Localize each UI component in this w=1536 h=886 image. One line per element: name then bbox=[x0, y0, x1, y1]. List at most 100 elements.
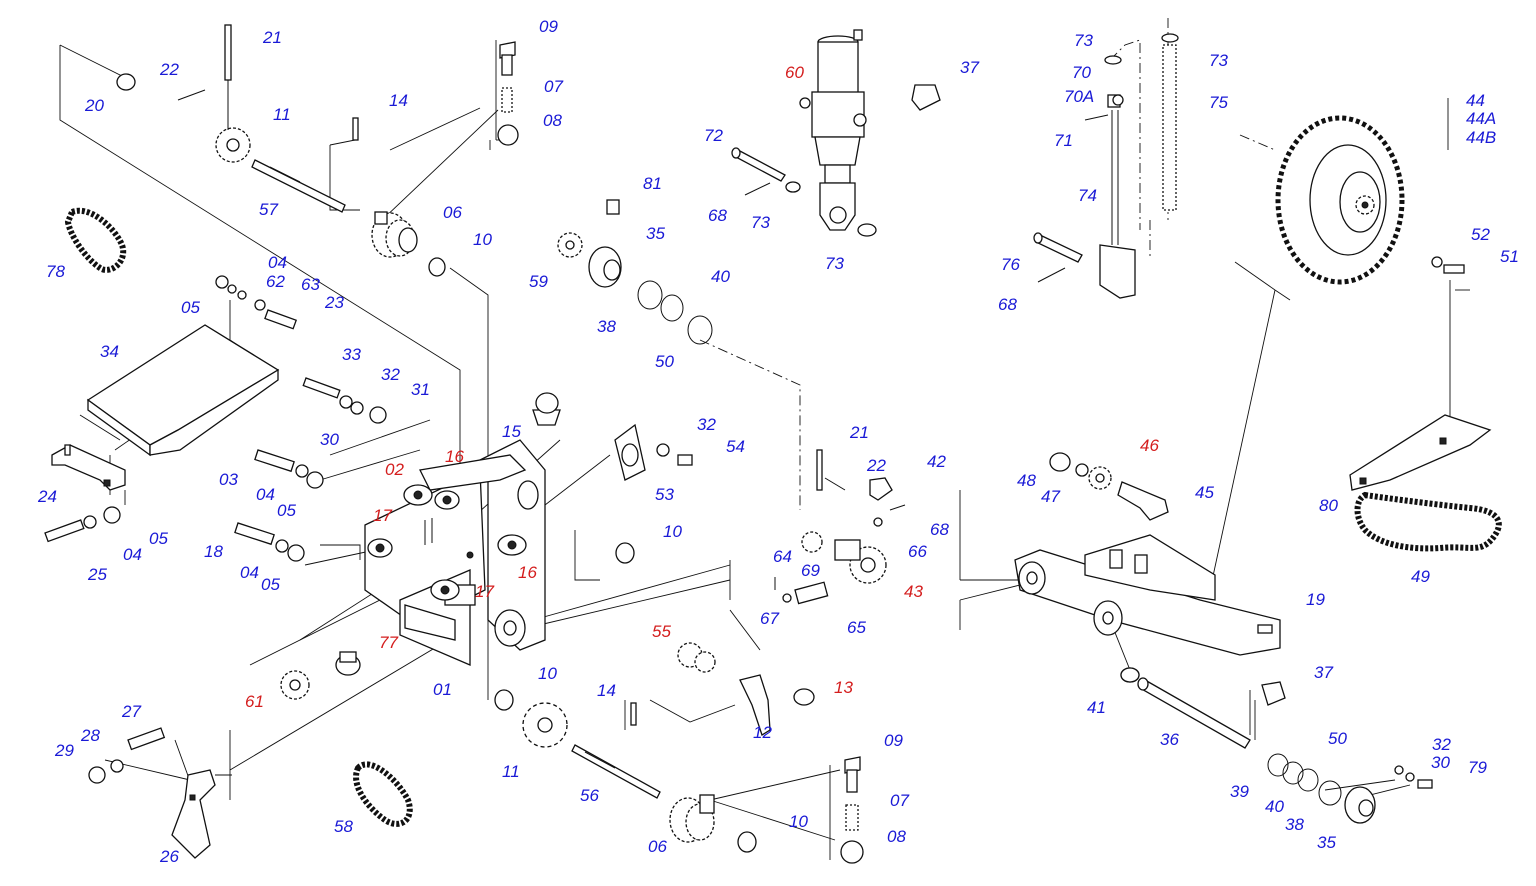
part-label-73: 73 bbox=[751, 213, 770, 232]
part-label-46: 46 bbox=[1140, 436, 1159, 455]
part-label-55: 55 bbox=[652, 622, 671, 641]
wheel-44 bbox=[1275, 115, 1405, 285]
flange-bearings bbox=[367, 484, 527, 601]
part-label-05: 05 bbox=[181, 298, 200, 317]
part-label-74: 74 bbox=[1078, 186, 1097, 205]
part-label-33: 33 bbox=[342, 345, 361, 364]
part-label-62: 62 bbox=[266, 272, 285, 291]
part-label-51: 51 bbox=[1500, 247, 1519, 266]
part-label-32: 32 bbox=[697, 415, 716, 434]
part-label-09: 09 bbox=[539, 17, 558, 36]
part-label-42: 42 bbox=[927, 452, 946, 471]
part-label-14: 14 bbox=[597, 681, 616, 700]
part-label-06: 06 bbox=[648, 837, 667, 856]
part-label-63: 63 bbox=[301, 275, 320, 294]
part-label-11: 11 bbox=[273, 105, 291, 124]
part-label-75: 75 bbox=[1209, 93, 1228, 112]
part-label-16: 16 bbox=[445, 447, 464, 466]
part-label-28: 28 bbox=[80, 726, 100, 745]
hardware bbox=[44, 24, 1465, 864]
shafts bbox=[251, 159, 661, 799]
part-label-49: 49 bbox=[1411, 567, 1430, 586]
part-label-04: 04 bbox=[123, 545, 142, 564]
part-label-37: 37 bbox=[960, 58, 979, 77]
bracket-26 bbox=[171, 769, 216, 859]
part-label-08: 08 bbox=[543, 111, 562, 130]
part-label-13: 13 bbox=[834, 678, 853, 697]
part-label-07: 07 bbox=[890, 791, 909, 810]
part-label-04: 04 bbox=[268, 253, 287, 272]
part-label-21: 21 bbox=[262, 28, 282, 47]
part-label-79: 79 bbox=[1468, 758, 1487, 777]
part-label-69: 69 bbox=[801, 561, 820, 580]
part-label-73: 73 bbox=[1074, 31, 1093, 50]
part-label-54: 54 bbox=[726, 437, 745, 456]
part-label-48: 48 bbox=[1017, 471, 1036, 490]
part-label-52: 52 bbox=[1471, 225, 1490, 244]
part-label-56: 56 bbox=[580, 786, 599, 805]
part-label-44: 44 bbox=[1466, 91, 1485, 110]
part-label-65: 65 bbox=[847, 618, 866, 637]
part-label-70: 70 bbox=[1072, 63, 1091, 82]
chains bbox=[64, 207, 1502, 827]
swing-arm-19 bbox=[1014, 534, 1281, 656]
part-label-71: 71 bbox=[1054, 131, 1073, 150]
part-label-32: 32 bbox=[1432, 735, 1451, 754]
part-label-50: 50 bbox=[655, 352, 674, 371]
part-label-39: 39 bbox=[1230, 782, 1249, 801]
part-label-26: 26 bbox=[159, 847, 179, 866]
assembly-leader-lines bbox=[59, 40, 1470, 860]
hopper-cover-34 bbox=[86, 324, 280, 457]
part-label-64: 64 bbox=[773, 547, 792, 566]
part-label-32: 32 bbox=[381, 365, 400, 384]
part-label-01: 01 bbox=[433, 680, 452, 699]
part-label-60: 60 bbox=[785, 63, 804, 82]
part-label-10: 10 bbox=[663, 522, 682, 541]
part-label-43: 43 bbox=[904, 582, 923, 601]
part-label-40: 40 bbox=[711, 267, 730, 286]
part-label-61: 61 bbox=[245, 692, 264, 711]
part-label-41: 41 bbox=[1087, 698, 1106, 717]
part-label-53: 53 bbox=[655, 485, 674, 504]
part-label-30: 30 bbox=[320, 430, 339, 449]
alignment-centerlines bbox=[699, 18, 1276, 510]
part-label-70a: 70A bbox=[1064, 87, 1094, 106]
part-label-21: 21 bbox=[849, 423, 869, 442]
spring-75 bbox=[1162, 44, 1177, 211]
part-label-44a: 44A bbox=[1466, 109, 1496, 128]
part-label-10: 10 bbox=[538, 664, 557, 683]
part-label-27: 27 bbox=[121, 702, 141, 721]
part-label-77: 77 bbox=[379, 633, 398, 652]
part-label-72: 72 bbox=[704, 126, 723, 145]
part-label-08: 08 bbox=[887, 827, 906, 846]
part-label-03: 03 bbox=[219, 470, 238, 489]
part-label-57: 57 bbox=[259, 200, 278, 219]
part-label-68: 68 bbox=[708, 206, 727, 225]
part-label-45: 45 bbox=[1195, 483, 1214, 502]
part-label-10: 10 bbox=[473, 230, 492, 249]
part-label-58: 58 bbox=[334, 817, 353, 836]
part-label-50: 50 bbox=[1328, 729, 1347, 748]
part-label-05: 05 bbox=[149, 529, 168, 548]
part-label-68: 68 bbox=[930, 520, 949, 539]
part-label-18: 18 bbox=[204, 542, 223, 561]
part-label-05: 05 bbox=[261, 575, 280, 594]
part-label-06: 06 bbox=[443, 203, 462, 222]
part-label-73: 73 bbox=[825, 254, 844, 273]
part-label-14: 14 bbox=[389, 91, 408, 110]
part-label-67: 67 bbox=[760, 609, 779, 628]
part-number-labels: 0102030404040405050505060607070808090910… bbox=[37, 17, 1519, 866]
part-label-29: 29 bbox=[54, 741, 74, 760]
part-label-38: 38 bbox=[597, 317, 616, 336]
part-label-59: 59 bbox=[529, 272, 548, 291]
part-label-04: 04 bbox=[256, 485, 275, 504]
part-label-22: 22 bbox=[159, 60, 179, 79]
part-label-17: 17 bbox=[373, 506, 392, 525]
part-label-80: 80 bbox=[1319, 496, 1338, 515]
part-label-78: 78 bbox=[46, 262, 65, 281]
part-label-40: 40 bbox=[1265, 797, 1284, 816]
guard-80 bbox=[1349, 414, 1492, 491]
part-label-09: 09 bbox=[884, 731, 903, 750]
part-label-04: 04 bbox=[240, 563, 259, 582]
